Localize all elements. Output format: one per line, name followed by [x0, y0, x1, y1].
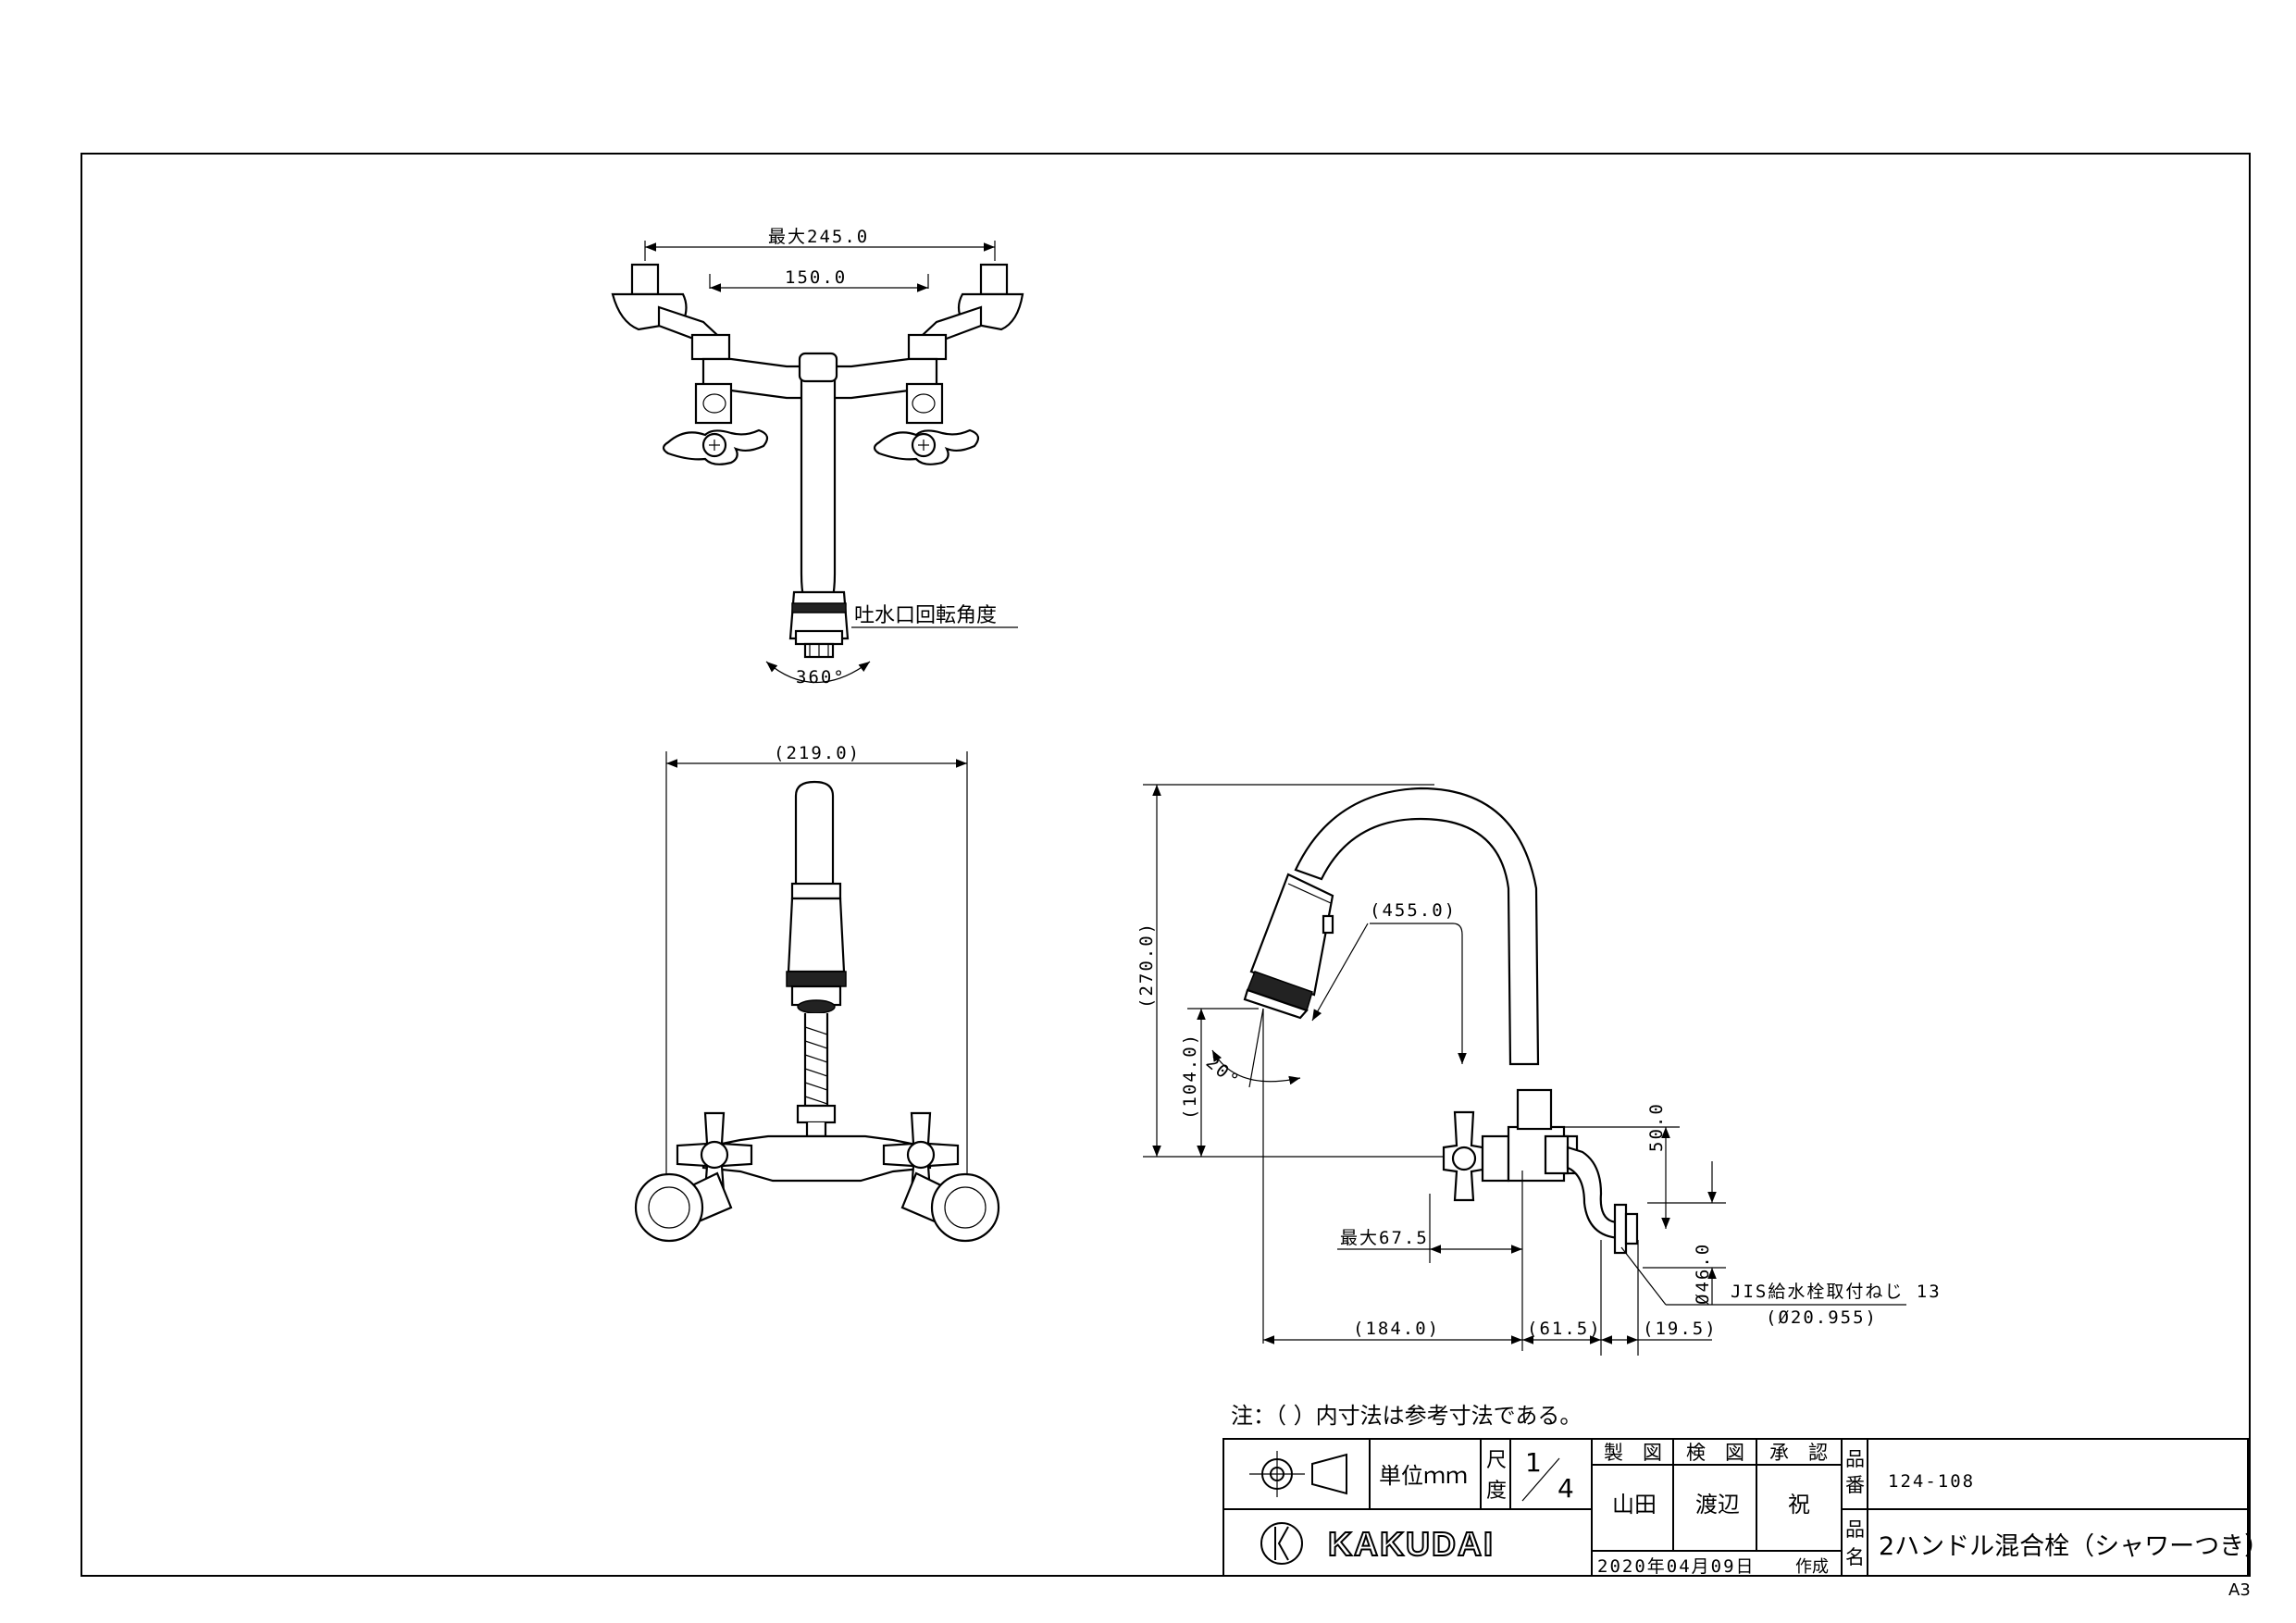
check-label: 検 図	[1686, 1442, 1744, 1464]
approve-label: 承 認	[1769, 1442, 1828, 1464]
scale-label-top: 尺	[1486, 1449, 1507, 1472]
dim-spout-reach: (455.0)	[1370, 900, 1457, 921]
spout-rotation-label: 吐水口回転角度	[854, 604, 997, 627]
sheet-size-label: A3	[2228, 1580, 2251, 1600]
thread-label: JIS給水栓取付ねじ 13	[1731, 1282, 1942, 1302]
kakudai-logo: KAKUDAI	[1260, 1522, 1495, 1565]
top-view: 最大245.0 150.0	[611, 227, 1024, 688]
dim-overall-width: 最大245.0	[768, 227, 869, 247]
dim-angle: 20°	[1202, 1052, 1244, 1092]
dim-center-distance: 150.0	[785, 267, 847, 288]
front-view: (219.0)	[634, 743, 1000, 1243]
rotation-angle: 360°	[796, 667, 846, 688]
part-number: 124-108	[1888, 1471, 1975, 1492]
part-name-label-bottom: 名	[1845, 1546, 1865, 1568]
approved-by: 祝	[1788, 1492, 1810, 1518]
checked-by: 渡辺	[1695, 1492, 1740, 1518]
scale-numerator: 1	[1525, 1447, 1542, 1478]
part-no-label-bottom: 番	[1845, 1474, 1865, 1496]
scale-denominator: 4	[1558, 1473, 1574, 1504]
made-by: 山田	[1612, 1492, 1657, 1518]
created-label: 作成	[1795, 1557, 1829, 1577]
dim-handle-max: 最大67.5	[1340, 1228, 1429, 1248]
dim-19: (19.5)	[1643, 1319, 1718, 1339]
dim-61: (61.5)	[1527, 1319, 1602, 1339]
dim-outlet-height: (104.0)	[1180, 1033, 1200, 1120]
thread-diameter: (Ø20.955)	[1766, 1307, 1878, 1328]
made-label: 製 図	[1604, 1442, 1662, 1464]
side-view: (270.0) (104.0) (455.0) 20°	[1136, 784, 1942, 1356]
title-block: 単位ｍｍ 尺 度 1 4 製 図 検 図 承 認 山田 渡辺 祝 KAKUDAI…	[1222, 1438, 2269, 1577]
dim-184: (184.0)	[1353, 1319, 1440, 1339]
part-name-label-top: 品	[1845, 1518, 1865, 1541]
dim-flange-dia: Ø46.0	[1693, 1243, 1713, 1305]
part-no-label-top: 品	[1845, 1448, 1865, 1470]
dim-50: 50.0	[1646, 1102, 1667, 1152]
reference-note: 注：（ ）内寸法は参考寸法である。	[1231, 1403, 1582, 1429]
dim-front-width: (219.0)	[774, 743, 861, 763]
third-angle-projection-icon	[1249, 1451, 1347, 1497]
brand-name: KAKUDAI	[1328, 1525, 1495, 1563]
scale-label-bottom: 度	[1486, 1480, 1507, 1503]
unit-label: 単位ｍｍ	[1379, 1463, 1468, 1489]
sheet-border	[81, 153, 2251, 1577]
created-date: 2020年04月09日	[1597, 1556, 1756, 1577]
part-name: 2ハンドル混合栓（シャワーつき）	[1879, 1532, 2269, 1561]
dim-total-height: (270.0)	[1136, 922, 1157, 1009]
